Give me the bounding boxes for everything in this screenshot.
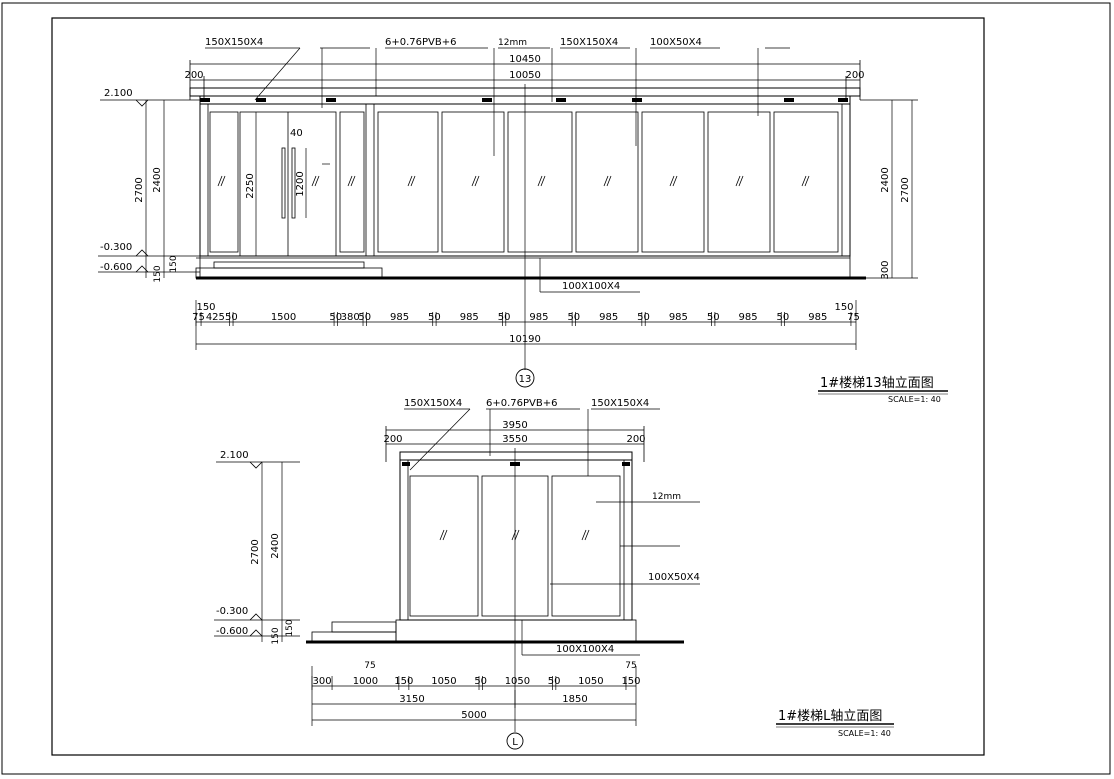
left-dim-150a-L: 150 [271,627,281,644]
left-dim-150b: 150 [169,255,179,272]
callout-100x50-L: 100X50X4 [648,572,700,583]
dim-value: 1050 [578,676,603,687]
top-dim-right-200: 200 [845,70,864,81]
top-dim-10450: 10450 [509,54,541,65]
callout-150x150-left-L: 150X150X4 [404,398,462,409]
scale-13: SCALE=1: 40 [888,395,941,404]
right-dims-13: 2400 2700 300 [860,99,918,280]
dim-value: 50 [358,312,371,323]
bottom-dim-75a-L: 75 [364,661,375,671]
dim-value: 50 [548,676,561,687]
right-dim-2700: 2700 [900,177,911,202]
callout-glass-pvb-L: 6+0.76PVB+6 [486,398,557,409]
title-13-elevation: 1#楼梯13轴立面图 [820,376,934,391]
dim-value: 985 [529,312,548,323]
door-dim-40: 40 [290,128,303,139]
dim-value: 300 [312,676,331,687]
elevation-13-axis: 10450 10050 200 200 [98,37,948,404]
dim-value: 1050 [505,676,530,687]
dim-value: 50 [707,312,720,323]
right-dim-300: 300 [880,260,891,279]
callout-glass-pvb: 6+0.76PVB+6 [385,37,456,48]
right-dim-2400: 2400 [880,167,891,192]
dim-value: 380 [341,312,360,323]
dim-value: 150 [621,676,640,687]
dim-value: 985 [808,312,827,323]
callout-100x100-L: 100X100X4 [556,644,614,655]
callout-150x150-left: 150X150X4 [205,37,263,48]
dim-value: 50 [637,312,650,323]
top-dim-3550: 3550 [502,434,527,445]
dim-value: 425 [206,312,225,323]
glass-panels-13 [209,111,839,253]
dim-value: 50 [225,312,238,323]
dim-value: 50 [777,312,790,323]
top-dim-10050: 10050 [509,70,541,81]
callout-12mm-glass: 12mm [498,38,527,48]
drawing-frame [51,17,985,756]
level-marks-13: 2.100 -0.300 -0.600 2700 2400 150 150 [98,88,200,283]
level-2-100-L: 2.100 [220,450,249,461]
level-2-100: 2.100 [104,88,133,99]
bottom-dim-75b-L: 75 [625,661,636,671]
callout-100x100: 100X100X4 [562,281,620,292]
dim-value: 1500 [271,312,296,323]
level-minus-0-600: -0.600 [100,262,132,273]
level-marks-L: 2.100 -0.300 -0.600 2700 2400 150 150 [214,450,300,645]
dim-value: 50 [474,676,487,687]
bottom-dim-1850: 1850 [562,694,587,705]
callout-100x50: 100X50X4 [650,37,702,48]
dim-value: 50 [329,312,342,323]
dim-value: 985 [599,312,618,323]
dim-value: 1050 [431,676,456,687]
level-minus-0-300: -0.300 [100,242,132,253]
left-dim-2400: 2400 [152,167,163,192]
bottom-dim-total-5000: 5000 [461,710,486,721]
left-dim-2700-L: 2700 [250,539,261,564]
top-dim-right-200-L: 200 [626,434,645,445]
axis-label-13: 13 [519,374,532,385]
dim-value: 985 [390,312,409,323]
callout-150x150-right: 150X150X4 [560,37,618,48]
dim-value: 75 [847,312,860,323]
axis-bubble-13 [515,368,535,388]
left-dim-2400-L: 2400 [270,533,281,558]
top-dim-left-200-L: 200 [383,434,402,445]
door-dim-1200: 1200 [295,171,306,196]
bottom-dim-right-150: 150 [834,302,853,313]
dim-value: 985 [739,312,758,323]
dim-value: 50 [428,312,441,323]
level-minus-0-300-L: -0.300 [216,606,248,617]
dim-value: 985 [460,312,479,323]
dim-value: 50 [498,312,511,323]
level-minus-0-600-L: -0.600 [216,626,248,637]
bottom-dim-3150: 3150 [399,694,424,705]
callout-150x150-right-L: 150X150X4 [591,398,649,409]
left-dim-150b-L: 150 [285,619,295,636]
bottom-dims-L: 300 1000 150 1050 50 1050 50 1050 150 [311,676,641,690]
scale-L: SCALE=1: 40 [838,729,891,738]
dim-value: 985 [669,312,688,323]
left-dim-150a: 150 [153,265,163,282]
title-L-elevation: 1#楼梯L轴立面图 [778,709,882,724]
bottom-dim-left-150: 150 [196,302,215,313]
top-dim-3950: 3950 [502,420,527,431]
dim-value: 50 [567,312,580,323]
elevation-L-axis: 3950 3550 200 200 150X150X4 6+0.76PVB+6 … [214,398,894,750]
axis-bubble-L [506,732,524,750]
callout-12mm-glass-L: 12mm [652,492,681,502]
top-dim-left-200: 200 [184,70,203,81]
dim-value: 75 [192,312,205,323]
door-dim-2250: 2250 [245,173,256,198]
dim-value: 150 [394,676,413,687]
left-dim-2700: 2700 [134,177,145,202]
dim-value: 1000 [353,676,378,687]
axis-label-L: L [512,737,518,748]
